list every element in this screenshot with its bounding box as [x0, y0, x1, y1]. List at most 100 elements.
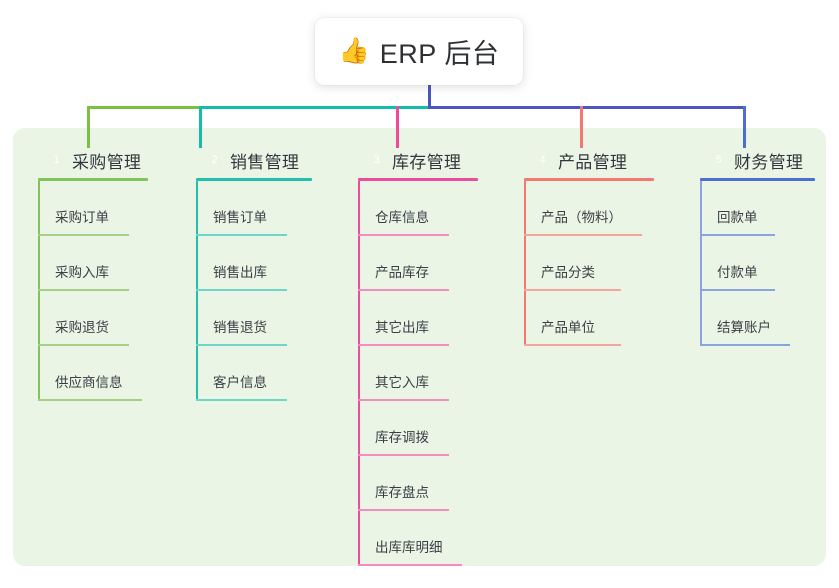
item-underline — [524, 344, 621, 346]
item-stem — [196, 346, 198, 401]
list-item[interactable]: 产品（物料） — [524, 181, 654, 236]
item-underline — [358, 344, 449, 346]
branch-badge-3: 3 — [373, 153, 380, 166]
item-underline — [700, 234, 775, 236]
list-item[interactable]: 采购订单 — [38, 181, 148, 236]
branch-column-2: 2 销售管理 销售订单 销售出库 销售退货 客户信息 — [196, 146, 312, 401]
item-underline — [524, 234, 642, 236]
item-stem — [196, 181, 198, 236]
branch-header-3[interactable]: 3 库存管理 — [358, 146, 478, 174]
root-node[interactable]: 👍 ERP 后台 — [315, 18, 523, 85]
item-label: 产品库存 — [375, 265, 429, 280]
item-underline — [358, 399, 449, 401]
branch-column-4: 4 产品管理 产品（物料） 产品分类 产品单位 — [524, 146, 654, 346]
branch-badge-4: 4 — [539, 153, 546, 166]
item-label: 结算账户 — [717, 320, 771, 335]
list-item[interactable]: 产品分类 — [524, 236, 654, 291]
drop-connector-col5 — [743, 106, 746, 148]
item-underline — [358, 454, 449, 456]
item-label: 回款单 — [717, 210, 758, 225]
branch-badge-1: 1 — [53, 153, 60, 166]
branch-title-5: 财务管理 — [734, 152, 804, 172]
drop-connector-col2 — [199, 106, 202, 148]
item-label: 客户信息 — [213, 375, 267, 390]
list-item[interactable]: 销售退货 — [196, 291, 312, 346]
branch-header-1[interactable]: 1 采购管理 — [38, 146, 148, 174]
list-item[interactable]: 采购退货 — [38, 291, 148, 346]
list-item[interactable]: 销售订单 — [196, 181, 312, 236]
item-stem — [358, 456, 360, 511]
branch-items-4: 产品（物料） 产品分类 产品单位 — [524, 181, 654, 346]
branch-badge-5: 5 — [715, 153, 722, 166]
list-item[interactable]: 销售出库 — [196, 236, 312, 291]
item-underline — [524, 289, 621, 291]
item-underline — [700, 289, 775, 291]
item-underline — [196, 344, 287, 346]
list-item[interactable]: 库存盘点 — [358, 456, 478, 511]
item-stem — [358, 401, 360, 456]
list-item[interactable]: 产品单位 — [524, 291, 654, 346]
item-underline — [358, 509, 449, 511]
branch-rule-4 — [524, 178, 654, 181]
item-label: 采购退货 — [55, 320, 109, 335]
item-stem — [38, 291, 40, 346]
branch-header-2[interactable]: 2 销售管理 — [196, 146, 312, 174]
branch-header-5[interactable]: 5 财务管理 — [700, 146, 815, 174]
branch-column-5: 5 财务管理 回款单 付款单 结算账户 — [700, 146, 815, 346]
branch-rule-3 — [358, 178, 478, 181]
item-stem — [196, 236, 198, 291]
item-label: 采购入库 — [55, 265, 109, 280]
diagram-panel — [13, 128, 826, 566]
bus-segment-blue — [428, 106, 745, 109]
item-stem — [358, 346, 360, 401]
branch-column-3: 3 库存管理 仓库信息 产品库存 其它出库 其它入库 — [358, 146, 478, 566]
item-label: 其它出库 — [375, 320, 429, 335]
list-item[interactable]: 付款单 — [700, 236, 815, 291]
list-item[interactable]: 仓库信息 — [358, 181, 478, 236]
item-label: 销售订单 — [213, 210, 267, 225]
thumbs-up-emoji: 👍 — [338, 37, 370, 65]
item-stem — [524, 291, 526, 346]
item-label: 出库库明细 — [375, 540, 443, 555]
branch-rule-2 — [196, 178, 312, 181]
list-item[interactable]: 其它入库 — [358, 346, 478, 401]
branch-title-4: 产品管理 — [558, 152, 628, 172]
item-underline — [700, 344, 790, 346]
item-stem — [196, 291, 198, 346]
item-label: 产品（物料） — [541, 210, 622, 225]
item-underline — [358, 564, 462, 566]
branch-title-1: 采购管理 — [72, 152, 142, 172]
list-item[interactable]: 回款单 — [700, 181, 815, 236]
item-underline — [358, 289, 449, 291]
item-underline — [196, 399, 287, 401]
branch-badge-2: 2 — [211, 153, 218, 166]
item-label: 仓库信息 — [375, 210, 429, 225]
item-stem — [38, 346, 40, 401]
branch-column-1: 1 采购管理 采购订单 采购入库 采购退货 供应商信息 — [38, 146, 148, 401]
item-label: 产品单位 — [541, 320, 595, 335]
item-label: 产品分类 — [541, 265, 595, 280]
branch-title-2: 销售管理 — [230, 152, 300, 172]
item-label: 销售退货 — [213, 320, 267, 335]
item-underline — [38, 399, 142, 401]
list-item[interactable]: 结算账户 — [700, 291, 815, 346]
item-underline — [38, 289, 129, 291]
item-label: 其它入库 — [375, 375, 429, 390]
list-item[interactable]: 库存调拨 — [358, 401, 478, 456]
drop-connector-col3 — [396, 106, 399, 148]
item-stem — [700, 236, 702, 291]
item-underline — [38, 344, 129, 346]
list-item[interactable]: 采购入库 — [38, 236, 148, 291]
root-node-label: ERP 后台 — [379, 39, 500, 69]
list-item[interactable]: 其它出库 — [358, 291, 478, 346]
list-item[interactable]: 客户信息 — [196, 346, 312, 401]
branch-header-4[interactable]: 4 产品管理 — [524, 146, 654, 174]
list-item[interactable]: 出库库明细 — [358, 511, 478, 566]
list-item[interactable]: 供应商信息 — [38, 346, 148, 401]
item-label: 销售出库 — [213, 265, 267, 280]
list-item[interactable]: 产品库存 — [358, 236, 478, 291]
item-underline — [38, 234, 129, 236]
item-stem — [38, 236, 40, 291]
item-stem — [700, 181, 702, 236]
